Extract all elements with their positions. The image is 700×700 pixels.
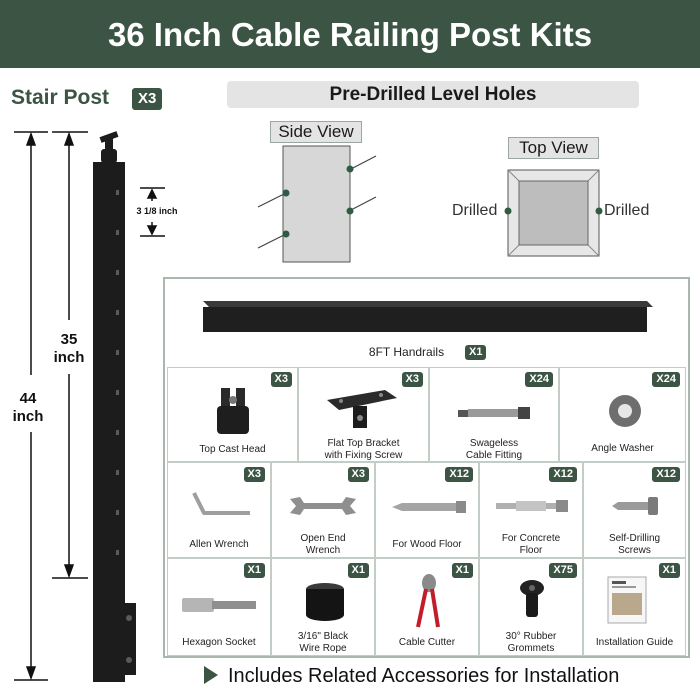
item-concrete-anchor: X12 For Concrete Floor	[479, 462, 583, 558]
item-self-drilling-screws: X12 Self-Drilling Screws	[583, 462, 686, 558]
washer-icon	[609, 395, 641, 427]
qty-badge: X12	[445, 467, 473, 482]
side-view-label: Side View	[270, 121, 362, 143]
qty-badge: X12	[652, 467, 680, 482]
qty-badge: X75	[549, 563, 577, 578]
drilled-left-label: Drilled	[452, 202, 498, 219]
qty-badge: X3	[347, 467, 369, 482]
item-cable-cutter: X1 Cable Cutter	[375, 558, 479, 656]
accessories-panel: 8FT Handrails X1 X3 Top Cast Head X3 Fla…	[163, 277, 690, 658]
item-open-end-wrench: X3 Open End Wrench	[271, 462, 375, 558]
item-label: Installation Guide	[595, 637, 674, 648]
handrail-cell: 8FT Handrails X1	[167, 281, 686, 366]
handrail-qty-badge: X1	[465, 345, 487, 360]
item-wood-floor-screw: X12 For Wood Floor	[375, 462, 479, 558]
qty-badge: X3	[270, 372, 292, 387]
item-label: Top Cast Head	[199, 444, 266, 455]
wire-rope-icon	[306, 583, 344, 621]
footer-text: Includes Related Accessories for Install…	[228, 665, 620, 687]
item-flat-top-bracket: X3 Flat Top Bracket with Fixing Screw	[298, 367, 429, 462]
qty-badge: X1	[243, 563, 265, 578]
item-label: Self-Drilling Screws	[608, 533, 661, 556]
concrete-anchor-icon	[496, 500, 568, 512]
allen-wrench-icon	[192, 492, 250, 515]
stair-post-qty-badge: X3	[132, 88, 163, 110]
handrail-icon	[203, 301, 653, 332]
qty-badge: X1	[658, 563, 680, 578]
qty-badge: X3	[401, 372, 423, 387]
open-wrench-icon	[290, 497, 356, 515]
item-label: 3/16" Black Wire Rope	[297, 631, 349, 654]
item-label: For Concrete Floor	[501, 533, 561, 556]
item-label: Swageless Cable Fitting	[465, 438, 523, 461]
page-title: 36 Inch Cable Railing Post Kits	[0, 0, 700, 68]
qty-badge: X24	[525, 372, 553, 387]
cast-head-icon	[217, 388, 249, 434]
hex-socket-icon	[182, 598, 256, 612]
top-view-label: Top View	[508, 137, 599, 159]
footer-note: Includes Related Accessories for Install…	[204, 665, 619, 688]
qty-badge: X1	[347, 563, 369, 578]
drilled-right-label: Drilled	[604, 202, 650, 219]
item-label: Cable Cutter	[398, 637, 456, 648]
qty-badge: X24	[652, 372, 680, 387]
item-wire-rope: X1 3/16" Black Wire Rope	[271, 558, 375, 656]
hole-spacing-label: 3 1/8 inch	[136, 206, 178, 216]
cable-cutter-icon	[416, 574, 440, 628]
item-label: Angle Washer	[591, 443, 654, 454]
item-swageless-cable-fitting: X24 Swageless Cable Fitting	[429, 367, 559, 462]
dimension-mid-label: 35 inch	[53, 331, 85, 366]
play-arrow-icon	[204, 666, 218, 685]
stair-post-title: Stair Post	[11, 86, 110, 109]
qty-badge: X12	[549, 467, 577, 482]
pre-drilled-title: Pre-Drilled Level Holes	[227, 81, 639, 108]
item-allen-wrench: X3 Allen Wrench	[167, 462, 271, 558]
item-label: Open End Wrench	[300, 533, 346, 556]
self-drilling-screw-icon	[612, 497, 658, 515]
cable-fitting-icon	[458, 407, 530, 419]
item-installation-guide: X1 Installation Guide	[583, 558, 686, 656]
wood-screw-icon	[392, 501, 466, 513]
item-top-cast-head: X3 Top Cast Head	[167, 367, 298, 462]
qty-badge: X1	[451, 563, 473, 578]
item-label: Allen Wrench	[189, 539, 249, 550]
item-label: Flat Top Bracket with Fixing Screw	[324, 438, 403, 461]
item-label: 30° Rubber Grommets	[505, 631, 557, 654]
grommet-icon	[520, 580, 544, 617]
bracket-icon	[327, 390, 397, 428]
dimension-total-label: 44 inch	[12, 390, 44, 425]
guide-icon	[607, 576, 647, 624]
item-angle-washer: X24 Angle Washer	[559, 367, 686, 462]
qty-badge: X3	[243, 467, 265, 482]
item-label: Hexagon Socket	[182, 637, 256, 648]
item-hexagon-socket: X1 Hexagon Socket	[167, 558, 271, 656]
item-rubber-grommets: X75 30° Rubber Grommets	[479, 558, 583, 656]
item-label: For Wood Floor	[392, 539, 462, 550]
handrail-label: 8FT Handrails	[368, 345, 445, 359]
